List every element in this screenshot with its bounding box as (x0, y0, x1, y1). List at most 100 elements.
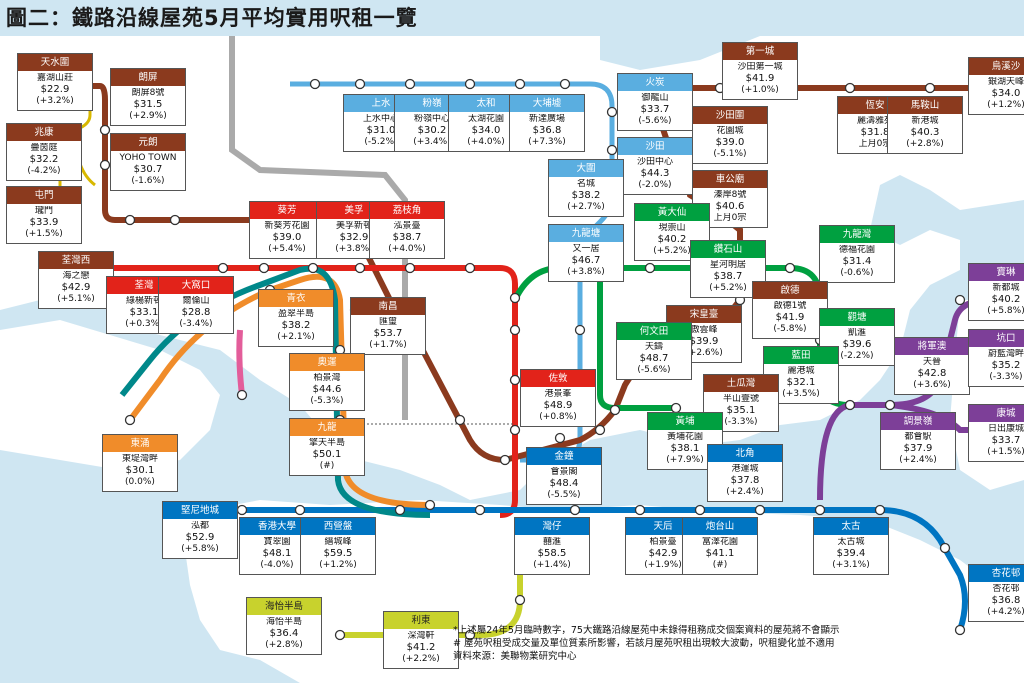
rent-change: (-5.5%) (547, 490, 581, 500)
estate-name: 爾倫山 (182, 296, 210, 306)
estate-name: 縉城峰 (324, 537, 352, 547)
station-card-tai-koo: 太古太古城$39.4(+3.1%) (813, 517, 889, 575)
rent-change: (-2.0%) (638, 180, 672, 190)
station-name: 北角 (708, 445, 782, 462)
station-dot (509, 374, 521, 386)
rent-price: $32.2 (29, 154, 59, 165)
station-name: 車公廟 (693, 171, 767, 188)
station-dot (404, 78, 416, 90)
station-card-lai-chi-kok: 荔枝角泓景臺$38.7(+4.0%) (369, 201, 445, 259)
station-name: 青衣 (259, 290, 333, 307)
station-dot (509, 424, 521, 436)
rent-change: (+4.0%) (388, 244, 426, 254)
station-card-lei-tung: 利東深灣軒$41.2(+2.2%) (383, 611, 459, 669)
station-dot (514, 594, 526, 606)
station-dot (99, 124, 111, 136)
rent-change: (+2.2%) (402, 654, 440, 664)
station-dot (464, 78, 476, 90)
station-dot (954, 624, 966, 636)
rent-price: $52.9 (185, 532, 215, 543)
rent-price: $42.9 (61, 282, 91, 293)
station-dot (236, 504, 248, 516)
station-dot (454, 414, 466, 426)
rent-change: (+2.4%) (899, 455, 937, 465)
station-dot (294, 504, 306, 516)
station-card-sai-ying-pun: 西營盤縉城峰$59.5(+1.2%) (300, 517, 376, 575)
station-name: 何文田 (617, 323, 691, 340)
footnote-2: # 屋苑呎租受成交量及單位質素所影響，若該月屋苑呎租出現較大波動，呎租變化並不適… (453, 638, 835, 649)
station-dot (954, 294, 966, 306)
station-name: 太古 (814, 518, 888, 535)
station-card-wan-chai: 灣仔囍滙$58.5(+1.4%) (514, 517, 590, 575)
station-name: 荃灣西 (39, 252, 113, 269)
rent-change: (+3.1%) (832, 560, 870, 570)
station-card-tai-wai: 大圍名城$38.2(+2.7%) (548, 159, 624, 217)
rent-change: (+3.8%) (335, 244, 373, 254)
rent-price: $36.8 (532, 125, 562, 136)
rent-price: $40.2 (991, 294, 1021, 305)
rent-price: $40.3 (910, 127, 940, 138)
estate-name: 杏花邨 (992, 584, 1020, 594)
station-dot (124, 414, 136, 426)
station-card-ocean-park: 海怡半島海怡半島$36.4(+2.8%) (246, 597, 322, 655)
station-name: 九龍 (290, 419, 364, 436)
station-card-tsuen-kwan-o: 將軍澳天晉$42.8(+3.6%) (894, 337, 970, 395)
station-dot (609, 404, 621, 416)
estate-name: 現崇山 (658, 223, 686, 233)
rent-price: $39.0 (272, 232, 302, 243)
estate-name: 寶翠園 (263, 537, 291, 547)
station-name: 宋皇臺 (667, 306, 741, 323)
rent-change: (+1.5%) (25, 229, 63, 239)
estate-name: 柏景灣 (313, 373, 341, 383)
tung-chung-line (127, 273, 431, 508)
station-card-kennedy-town: 堅尼地城泓都$52.9(+5.8%) (162, 501, 238, 559)
station-card-hang-hau: 坑口蔚藍灣畔$35.2(-3.3%) (968, 329, 1024, 387)
station-card-long-ping: 朗屏朗屏8號$31.5(+2.9%) (110, 68, 186, 126)
rent-price: $31.4 (842, 256, 872, 267)
rent-change: (+1.5%) (987, 447, 1024, 457)
station-name: 康城 (969, 405, 1024, 422)
estate-name: 天鑄 (644, 342, 663, 352)
rent-change: (+2.9%) (129, 111, 167, 121)
station-dot (884, 399, 896, 411)
estate-name: 嘉湖山莊 (36, 73, 73, 83)
rent-change: (+5.1%) (57, 294, 95, 304)
rent-price: $38.2 (281, 320, 311, 331)
station-dot (509, 292, 521, 304)
station-name: 太和 (449, 95, 523, 112)
station-card-tai-po-market: 大埔墟新達廣場$36.8(+7.3%) (509, 94, 585, 152)
station-dot (569, 504, 581, 516)
rent-change: (-3.4%) (179, 319, 213, 329)
rent-price: $42.9 (648, 548, 678, 559)
estate-name: 柏景臺 (649, 537, 677, 547)
rent-price: $39.6 (842, 339, 872, 350)
estate-name: 會景閣 (550, 467, 578, 477)
station-card-fortress-hill: 炮台山富澤花園$41.1(#) (682, 517, 758, 575)
rent-change: (+1.0%) (741, 85, 779, 95)
station-name: 烏溪沙 (969, 58, 1024, 75)
rent-price: $31.8 (860, 127, 890, 138)
island-line (185, 507, 968, 631)
station-dot (754, 504, 766, 516)
rent-change: 上月0宗 (713, 213, 747, 223)
station-dot (124, 214, 136, 226)
estate-name: 新達廣場 (528, 114, 565, 124)
station-name: 大埔墟 (510, 95, 584, 112)
station-card-tsuen-wan-west: 荃灣西海之戀$42.9(+5.1%) (38, 251, 114, 309)
rent-price: $37.8 (730, 475, 760, 486)
station-dot (939, 542, 951, 554)
estate-name: 天晉 (922, 357, 941, 367)
station-name: 兆康 (7, 124, 81, 141)
rent-price: $41.2 (406, 642, 436, 653)
rent-change: (-5.2%) (364, 137, 398, 147)
estate-name: 新葵芳花園 (264, 221, 310, 231)
station-name: 沙田圍 (693, 107, 767, 124)
station-name: 觀塘 (820, 309, 894, 326)
rent-change: (+2.1%) (277, 332, 315, 342)
station-name: 奧運 (290, 354, 364, 371)
estate-name: 綠楊新邨 (125, 296, 162, 306)
station-dot (606, 106, 618, 118)
rent-price: $39.9 (689, 336, 719, 347)
estate-name: 花園城 (716, 126, 744, 136)
